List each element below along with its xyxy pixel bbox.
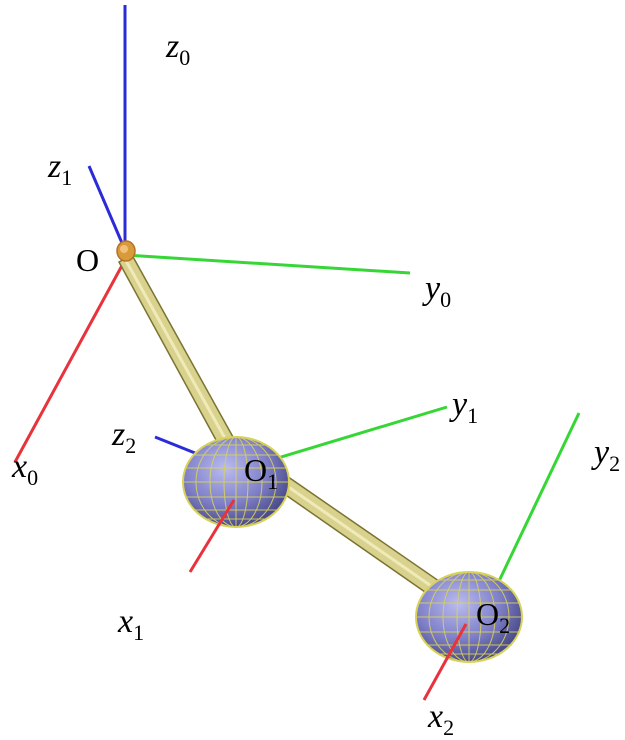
label-x1: x1	[118, 603, 145, 645]
label-z2: z2	[112, 416, 137, 458]
x2-axis	[422, 623, 468, 701]
joint-o	[116, 240, 136, 262]
label-point-o: O	[76, 242, 100, 278]
label-y1: y1	[452, 386, 479, 428]
link-o-o1	[117, 253, 245, 463]
label-point-o1: O1	[244, 452, 279, 494]
label-point-o2: O2	[476, 596, 511, 638]
y0-axis	[124, 253, 411, 275]
label-y0: y0	[425, 270, 452, 312]
label-z1: z1	[48, 148, 73, 190]
label-x0: x0	[12, 448, 39, 490]
z1-axis	[87, 165, 127, 251]
label-y2: y2	[594, 434, 621, 476]
y2-axis	[488, 412, 581, 601]
joint-o2	[415, 571, 523, 663]
joint-o1	[182, 436, 290, 528]
label-x2: x2	[428, 698, 455, 740]
x0-axis	[13, 259, 127, 463]
label-z0: z0	[166, 28, 191, 70]
x1-axis	[188, 499, 236, 573]
